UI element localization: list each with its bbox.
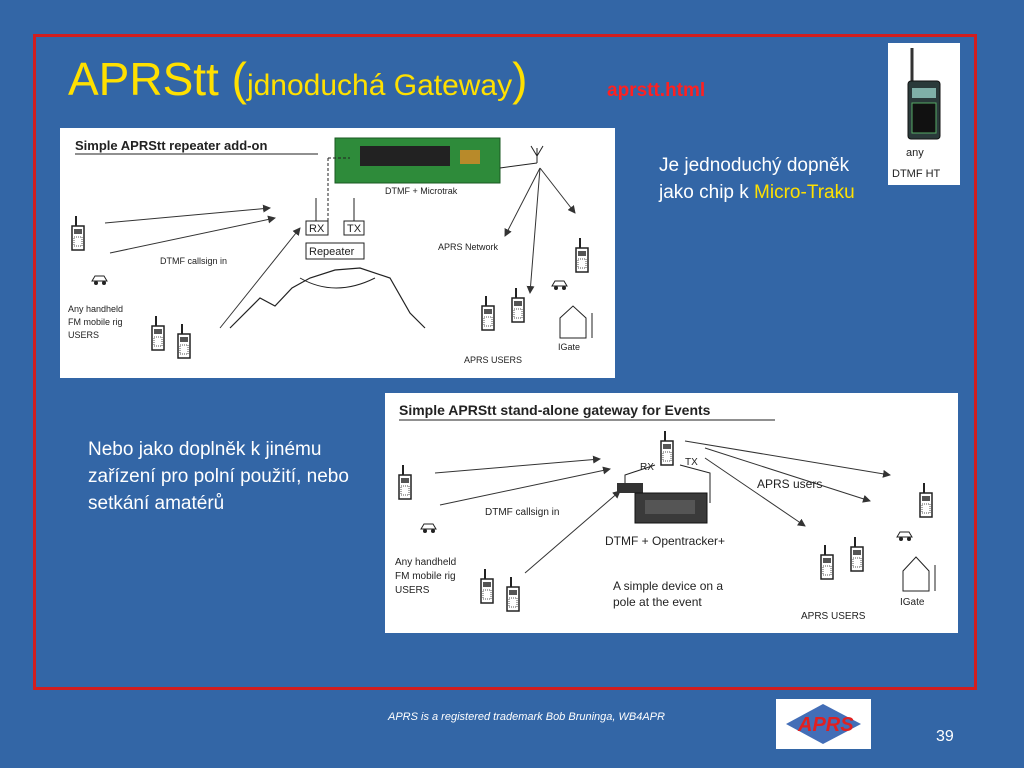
igate-label: IGate (558, 342, 580, 352)
house-icon (902, 556, 930, 592)
users2-line3: USERS (395, 585, 430, 596)
page-number: 39 (936, 728, 954, 745)
title-close: ) (512, 53, 528, 105)
tx-label-2: TX (685, 457, 698, 468)
handheld-icon (820, 544, 834, 580)
aprs-logo: APRS (776, 699, 871, 749)
handheld-icon (177, 323, 191, 359)
car-icon (91, 275, 108, 286)
aprstt-link[interactable]: aprstt.html (607, 80, 706, 101)
note-line1: A simple device on a (613, 579, 723, 593)
handheld-icon (151, 315, 165, 351)
title-main: APRStt ( (68, 53, 247, 105)
dtmf-ht-image: any DTMF HT (888, 43, 960, 185)
side-text-1-main: Je jednoduchý dopněk jako chip k (659, 155, 850, 203)
diagram1-title: Simple APRStt repeater add-on (75, 138, 267, 153)
title-sub: jdnoduchá Gateway (246, 69, 513, 102)
callsign-label: DTMF callsign in (160, 256, 227, 266)
handheld-icon (506, 576, 520, 612)
car-icon (896, 531, 913, 542)
car-icon (551, 280, 568, 291)
dtmf-chip (617, 483, 643, 493)
handheld-icon (71, 215, 85, 251)
users2-line1: Any handheld (395, 557, 456, 568)
repeater-addon-diagram: Simple APRStt repeater add-on DTMF + Mic… (60, 128, 615, 378)
handheld-icon (481, 295, 495, 331)
slide-frame (33, 34, 977, 690)
repeater-box (305, 242, 365, 260)
network-label: APRS Network (438, 242, 499, 252)
tx-label: TX (347, 223, 362, 235)
side-text-1: Je jednoduchý dopněk jako chip k Micro-T… (659, 152, 889, 206)
handheld-icon (919, 482, 933, 518)
side-text-2: Nebo jako doplněk k jinému zařízení pro … (88, 439, 349, 514)
slide-title: APRStt (jdnoduchá Gateway) (68, 52, 527, 106)
module-label: DTMF + Microtrak (385, 186, 458, 196)
aprs-users-top: APRS users (757, 477, 822, 491)
micro-trak-highlight: Micro-Traku (754, 182, 855, 203)
handheld-icon (398, 464, 412, 500)
ht-line1: any (906, 147, 924, 159)
handheld-icon (480, 568, 494, 604)
trademark-footer: APRS is a registered trademark Bob Bruni… (388, 711, 665, 723)
callsign-label-2: DTMF callsign in (485, 507, 559, 518)
handheld-icon (850, 536, 864, 572)
note-line2: pole at the event (613, 595, 702, 609)
users-line2: FM mobile rig (68, 317, 123, 327)
car-icon (420, 523, 437, 534)
users2-line2: FM mobile rig (395, 571, 456, 582)
handheld-icon (660, 430, 674, 466)
rx-label: RX (309, 223, 325, 235)
users-line3: USERS (68, 330, 99, 340)
logo-text: APRS (797, 714, 854, 736)
handheld-icon (511, 287, 525, 323)
repeater-label: Repeater (309, 246, 355, 258)
aprs-users-label: APRS USERS (464, 355, 522, 365)
igate-label-2: IGate (900, 597, 925, 608)
ht-line2: DTMF HT (892, 168, 941, 180)
house-icon (559, 305, 587, 339)
diagram2-title: Simple APRStt stand-alone gateway for Ev… (399, 402, 711, 418)
standalone-gateway-diagram: Simple APRStt stand-alone gateway for Ev… (385, 393, 958, 633)
users-line1: Any handheld (68, 304, 123, 314)
handheld-icon (575, 237, 589, 273)
device-label: DTMF + Opentracker+ (605, 534, 725, 548)
aprs-users-label-2: APRS USERS (801, 611, 866, 622)
